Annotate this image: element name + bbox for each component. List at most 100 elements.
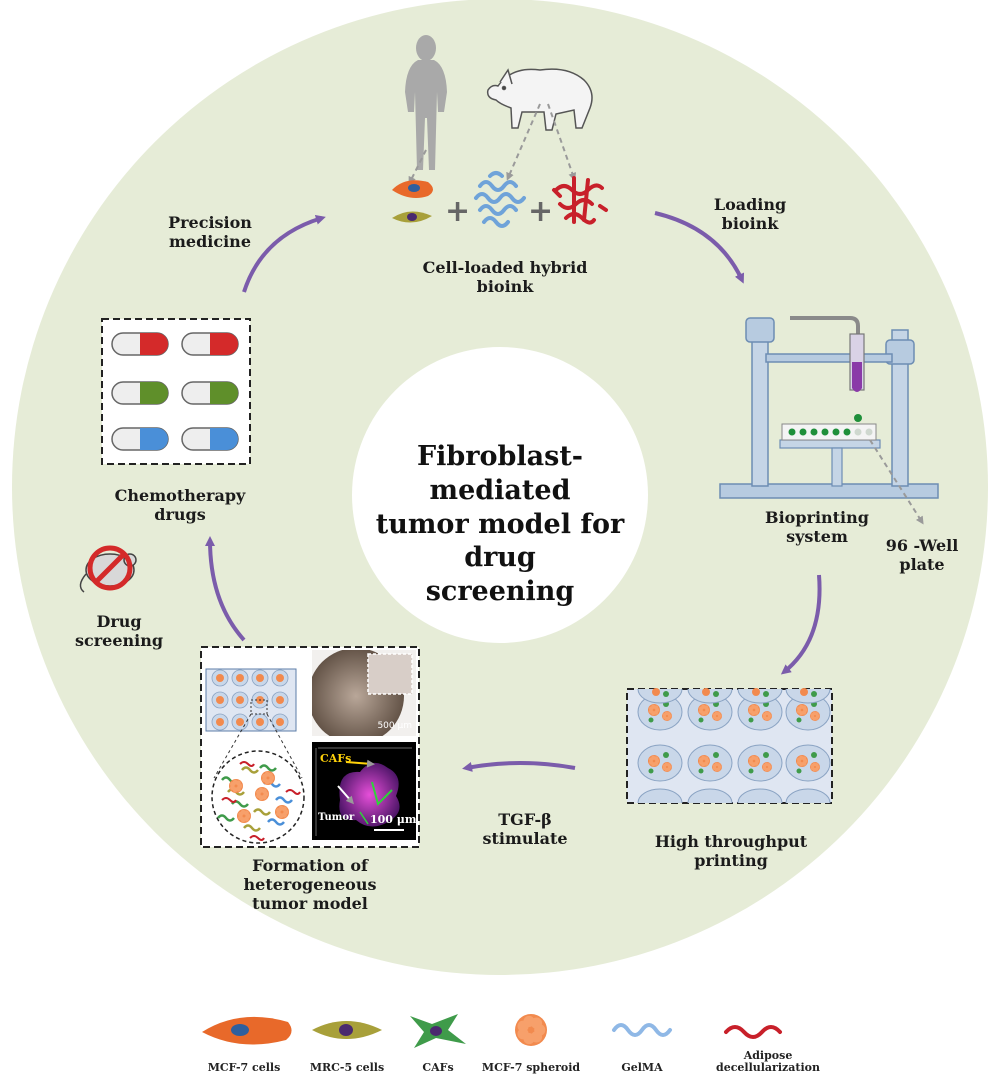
legend-label-mrc5: MRC-5 cells [309, 1061, 385, 1074]
adipose-fiber [285, 789, 301, 795]
legend-spheroid-shape [515, 1014, 547, 1046]
fiber [267, 818, 285, 826]
well [637, 693, 683, 731]
mini-spheroid [276, 674, 284, 682]
well [785, 744, 831, 782]
spheroid [800, 688, 808, 696]
mini-spheroid [236, 718, 244, 726]
legend-mrc5-icon [312, 1021, 382, 1039]
adipose-fiber [239, 761, 255, 767]
mrc5-cell-icon [392, 211, 432, 223]
well [687, 744, 733, 782]
scale-label-top: 500 μm [377, 721, 412, 731]
spheroid [752, 688, 760, 696]
zoom-spheroid [255, 787, 269, 801]
legend-spheroid-icon [515, 1014, 547, 1046]
spheroid [796, 755, 808, 767]
spheroid [796, 704, 808, 716]
capsule-icon [111, 381, 169, 405]
zoom-spheroid [237, 809, 251, 823]
spheroid [702, 688, 710, 696]
spheroid [810, 762, 820, 772]
center-title: Fibroblast-mediated tumor model for drug… [375, 441, 625, 607]
svg-text:+: + [528, 194, 553, 229]
no-mouse-icon [79, 545, 137, 593]
mini-spheroid [256, 674, 264, 682]
mini-spheroid [256, 718, 264, 726]
mini-spheroid [216, 674, 224, 682]
gelma-cluster-icon [474, 171, 526, 228]
well-plate-icon [626, 688, 833, 804]
mini-plate-icon [205, 668, 297, 732]
spheroid [648, 755, 660, 767]
caf-dot [811, 691, 817, 697]
well [637, 744, 683, 782]
spheroid [662, 711, 672, 721]
arrow-bioink-to-printer [654, 211, 745, 284]
spheroid [762, 762, 772, 772]
well [785, 693, 831, 731]
spheroid [648, 704, 660, 716]
spheroid [810, 711, 820, 721]
partial-well [737, 688, 783, 704]
legend-adipose-icon [724, 1025, 782, 1039]
spheroid [712, 762, 722, 772]
mini-well-plate-icon [781, 423, 877, 441]
arrow-precision-to-bioink [242, 214, 326, 293]
spheroid [662, 762, 672, 772]
arrow-tumor-to-chemo [205, 536, 246, 642]
dash-human-to-cells [408, 149, 427, 185]
adipose-fiber [221, 797, 237, 803]
bioprinter-icon [719, 316, 939, 499]
capsule-icon [181, 381, 239, 405]
mini-spheroid [236, 696, 244, 704]
fluorescence-micrograph-icon [312, 742, 416, 840]
mini-spheroid [216, 718, 224, 726]
mcf7-cell-icon [392, 180, 433, 198]
fiber [275, 796, 293, 804]
fiber [243, 824, 261, 832]
legend-mcf7-icon [202, 1016, 292, 1045]
legend-label-cafs: CAFs [422, 1061, 454, 1074]
spheroid [698, 704, 710, 716]
legend-cafs-icon [410, 1014, 466, 1048]
capsule-icon [111, 332, 169, 356]
spheroid [748, 755, 760, 767]
tumor-label: Tumor [318, 812, 355, 823]
adipose-fiber [249, 835, 265, 841]
tumor-model-box [200, 646, 420, 848]
center-disc [352, 347, 648, 643]
mini-spheroid [216, 696, 224, 704]
legend-label-spheroid: MCF-7 spheroid [481, 1061, 581, 1074]
arrow-plate-to-tumor [462, 761, 576, 772]
legend-label-mcf7: MCF-7 cells [207, 1061, 281, 1074]
fiber [259, 764, 277, 772]
cafs-label: CAFs [320, 752, 352, 765]
mini-spheroid [236, 674, 244, 682]
partial-well [637, 688, 683, 704]
partial-well [737, 788, 783, 804]
capsule-icon [111, 427, 169, 451]
zoom-spheroid [275, 805, 289, 819]
partial-well [687, 688, 733, 704]
capsule-icon [181, 332, 239, 356]
human-silhouette-icon [405, 35, 447, 170]
caf-dot [713, 691, 719, 697]
zoom-spheroid [229, 779, 243, 793]
caf-dot [663, 691, 669, 697]
well [737, 693, 783, 731]
spheroid [712, 711, 722, 721]
capsule-icon [181, 427, 239, 451]
caf-dot [763, 691, 769, 697]
arrow-printer-to-plate [780, 574, 822, 675]
spheroid [698, 755, 710, 767]
